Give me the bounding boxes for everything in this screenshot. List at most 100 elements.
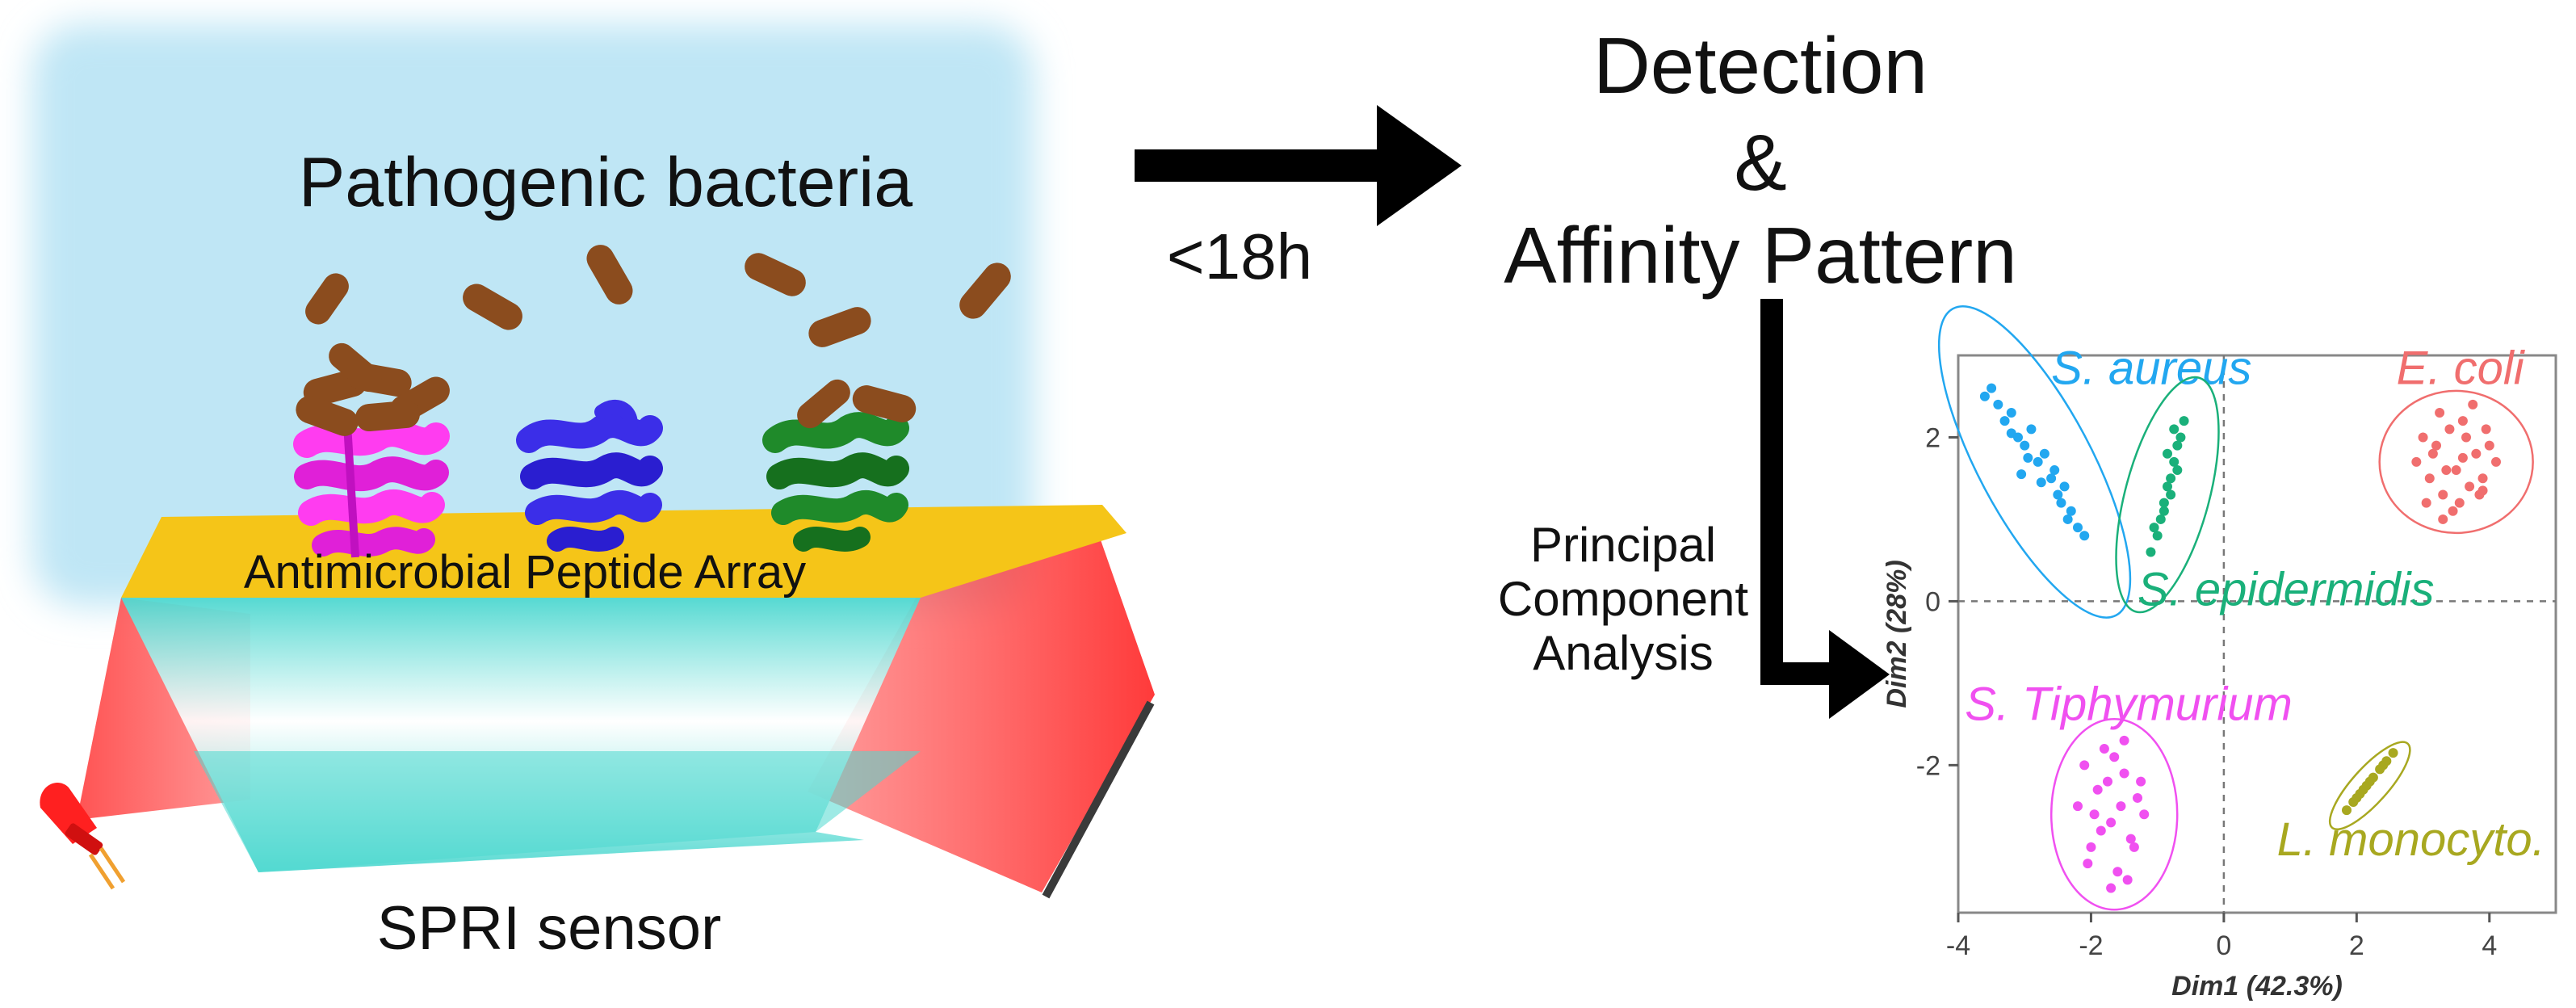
point-l-monocyto [2352, 792, 2362, 803]
point-s-aureus [2053, 489, 2063, 500]
time-label: <18h [1167, 220, 1312, 292]
detector-plate [1042, 700, 1155, 899]
detection-block: Detection & Affinity Pattern [1504, 21, 2017, 300]
point-s-epidermidis [2166, 473, 2176, 484]
point-s-tiphymurium [2103, 776, 2112, 787]
point-l-monocyto [2364, 776, 2375, 787]
process-arrow: <18h [1135, 105, 1462, 292]
point-e-coli [2461, 432, 2471, 443]
point-e-coli [2465, 481, 2475, 492]
arrow-head [1377, 105, 1462, 226]
point-l-monocyto [2378, 760, 2389, 771]
point-s-aureus [1979, 391, 1990, 401]
point-s-epidermidis [2159, 498, 2169, 508]
ellipse-s-tiphymurium [2049, 717, 2179, 911]
point-s-aureus [2066, 506, 2076, 516]
point-s-epidermidis [2166, 489, 2176, 500]
point-s-tiphymurium [2092, 784, 2103, 795]
point-s-epidermidis [2169, 456, 2180, 467]
point-s-epidermidis [2163, 448, 2172, 459]
ellipse-l-monocyto [2328, 741, 2411, 831]
point-e-coli [2477, 485, 2488, 496]
bacterium [852, 385, 917, 422]
bacterium [463, 284, 522, 330]
pca-label-line2: Component [1498, 572, 1749, 626]
point-s-aureus [2006, 428, 2016, 439]
point-s-aureus [2033, 456, 2043, 467]
peptide-blue [516, 400, 663, 552]
free-bacteria [305, 245, 1011, 347]
point-s-aureus [2006, 408, 2016, 418]
point-s-epidermidis [2163, 481, 2172, 492]
x-tick-label: -2 [2079, 930, 2103, 961]
point-s-tiphymurium [2106, 817, 2117, 828]
point-s-aureus [2079, 531, 2090, 541]
point-e-coli [2491, 456, 2501, 467]
x-tick-label: 2 [2349, 930, 2364, 961]
point-s-epidermidis [2159, 506, 2169, 516]
connector-horizontal [1760, 662, 1837, 685]
point-s-aureus [2039, 448, 2049, 459]
left-panel: Pathogenic bacteria [32, 24, 1155, 963]
point-l-monocyto [2388, 748, 2398, 758]
bacterium [355, 400, 420, 432]
point-l-monocyto [2342, 805, 2352, 816]
series-label-e-coli: E. coli [2397, 342, 2526, 395]
point-e-coli [2457, 452, 2468, 463]
point-e-coli [2468, 399, 2478, 410]
arrow-shaft [1135, 149, 1393, 182]
point-s-aureus [2056, 498, 2066, 508]
y-axis-label: Dim2 (28%) [1882, 560, 1912, 708]
bacterium [959, 262, 1011, 319]
bacterium [808, 307, 871, 347]
point-s-tiphymurium [2099, 744, 2109, 754]
point-s-tiphymurium [2133, 792, 2142, 803]
series-label-s-epidermidis: S. epidermidis [2138, 563, 2434, 615]
bacterium [797, 379, 850, 429]
bacterium [329, 342, 382, 393]
point-e-coli [2457, 416, 2468, 426]
point-s-tiphymurium [2079, 760, 2090, 771]
point-e-coli [2438, 514, 2448, 524]
point-s-aureus [2036, 477, 2046, 488]
point-e-coli [2424, 473, 2435, 484]
point-s-epidermidis [2155, 514, 2166, 524]
point-s-tiphymurium [2139, 809, 2150, 820]
point-s-aureus [2046, 473, 2057, 484]
point-e-coli [2427, 448, 2438, 459]
detection-title: Detection [1593, 21, 1928, 110]
point-s-tiphymurium [2096, 825, 2106, 836]
point-s-aureus [1993, 399, 2003, 410]
point-s-aureus [1999, 416, 2010, 426]
point-e-coli [2454, 498, 2465, 508]
affinity-pattern-title: Affinity Pattern [1504, 211, 2017, 300]
point-e-coli [2444, 424, 2455, 435]
ellipse-s-aureus [1937, 305, 2132, 619]
led-light-source [40, 783, 126, 890]
pca-connector: Principal Component Analysis [1498, 299, 1890, 719]
peptide-green [762, 412, 909, 552]
connector-arrow-head [1829, 630, 1890, 719]
point-s-epidermidis [2172, 440, 2183, 451]
point-s-tiphymurium [2136, 776, 2146, 787]
reflected-light-beam [808, 533, 1155, 892]
point-e-coli [2421, 498, 2431, 508]
point-e-coli [2484, 440, 2494, 451]
point-e-coli [2471, 448, 2482, 459]
point-e-coli [2418, 432, 2428, 443]
point-s-tiphymurium [2073, 801, 2083, 812]
point-e-coli [2438, 489, 2448, 500]
point-e-coli [2441, 465, 2452, 476]
pca-label-line3: Analysis [1533, 626, 1713, 680]
plot-frame [1957, 354, 2557, 914]
gold-sensor-layer [121, 505, 1126, 598]
bound-bacteria-green [797, 379, 917, 429]
bacterium [745, 253, 806, 296]
pathogenic-bacteria-label: Pathogenic bacteria [299, 144, 913, 221]
pca-label-line1: Principal [1530, 518, 1716, 572]
point-s-tiphymurium [2089, 809, 2100, 820]
point-s-tiphymurium [2112, 867, 2123, 877]
point-s-aureus [2059, 481, 2070, 492]
